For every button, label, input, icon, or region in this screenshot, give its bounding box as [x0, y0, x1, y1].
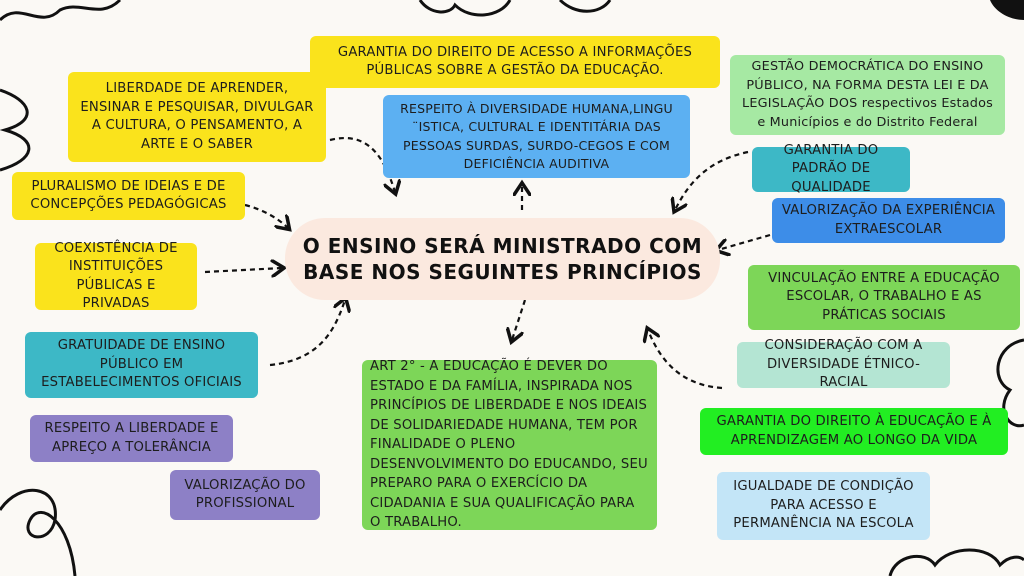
node-coexistencia: COEXISTÊNCIA DE INSTITUIÇÕES PÚBLICAS E …: [35, 241, 197, 311]
cloud-doodle-top-left: [0, 0, 122, 22]
node-diversidade-humana: RESPEITO À DIVERSIDADE HUMANA,LINGU ¨IST…: [383, 95, 690, 178]
node-acesso-informacoes: GARANTIA DO DIREITO DE ACESSO A INFORMAÇ…: [310, 36, 720, 88]
blob-doodle-top-right: [990, 0, 1024, 20]
scribble-doodle: [0, 88, 31, 172]
node-liberdade: LIBERDADE DE APRENDER, ENSINAR E PESQUIS…: [68, 72, 326, 162]
arrow-extraescolar: [718, 233, 771, 250]
node-gratuidade: GRATUIDADE DE ENSINO PÚBLICO EM ESTABELE…: [25, 332, 258, 398]
arrow-art2: [512, 299, 527, 340]
arrow-liberdade: [329, 137, 395, 192]
node-diversidade-etnico-racial: CONSIDERAÇÃO COM A DIVERSIDADE ÉTNICO-RA…: [737, 338, 950, 390]
arrow-consideracao: [648, 330, 723, 390]
node-igualdade: IGUALDADE DE CONDIÇÃO PARA ACESSO E PERM…: [717, 472, 930, 540]
node-aprendizagem: GARANTIA DO DIREITO À EDUCAÇÃO E À APREN…: [700, 408, 1008, 455]
node-tolerancia: RESPEITO A LIBERDADE E APREÇO A TOLERÂNC…: [30, 415, 233, 462]
node-gestao-democratica: GESTÃO DEMOCRÁTICA DO ENSINO PÚBLICO, NA…: [730, 55, 1005, 135]
arrow-coexistencia: [204, 268, 282, 272]
cloud-doodle-right: [996, 338, 1024, 428]
cloud-doodle-top: [418, 0, 612, 17]
node-art2: ART 2° - A EDUCAÇÃO É DEVER DO ESTADO E …: [362, 359, 657, 530]
arrow-pluralismo: [244, 203, 288, 228]
cloud-doodle-bottom-right: [888, 548, 1024, 576]
node-vinculacao: VINCULAÇÃO ENTRE A EDUCAÇÃO ESCOLAR, O T…: [748, 265, 1020, 330]
central-topic: O ENSINO SERÁ MINISTRADO COM BASE NOS SE…: [285, 218, 720, 300]
node-profissional: VALORIZAÇÃO DO PROFISSIONAL: [170, 470, 320, 520]
node-experiencia-extraescolar: VALORIZAÇÃO DA EXPERIÊNCIA EXTRAESCOLAR: [772, 198, 1005, 243]
arrow-gratuidade: [269, 300, 345, 367]
node-padrao-qualidade: GARANTIA DO PADRÃO DE QUALIDADE: [752, 143, 910, 195]
node-pluralismo: PLURALISMO DE IDEIAS E DE CONCEPÇÕES PED…: [12, 172, 245, 220]
arrow-padrao: [675, 150, 749, 210]
swirl-doodle: [0, 488, 77, 576]
